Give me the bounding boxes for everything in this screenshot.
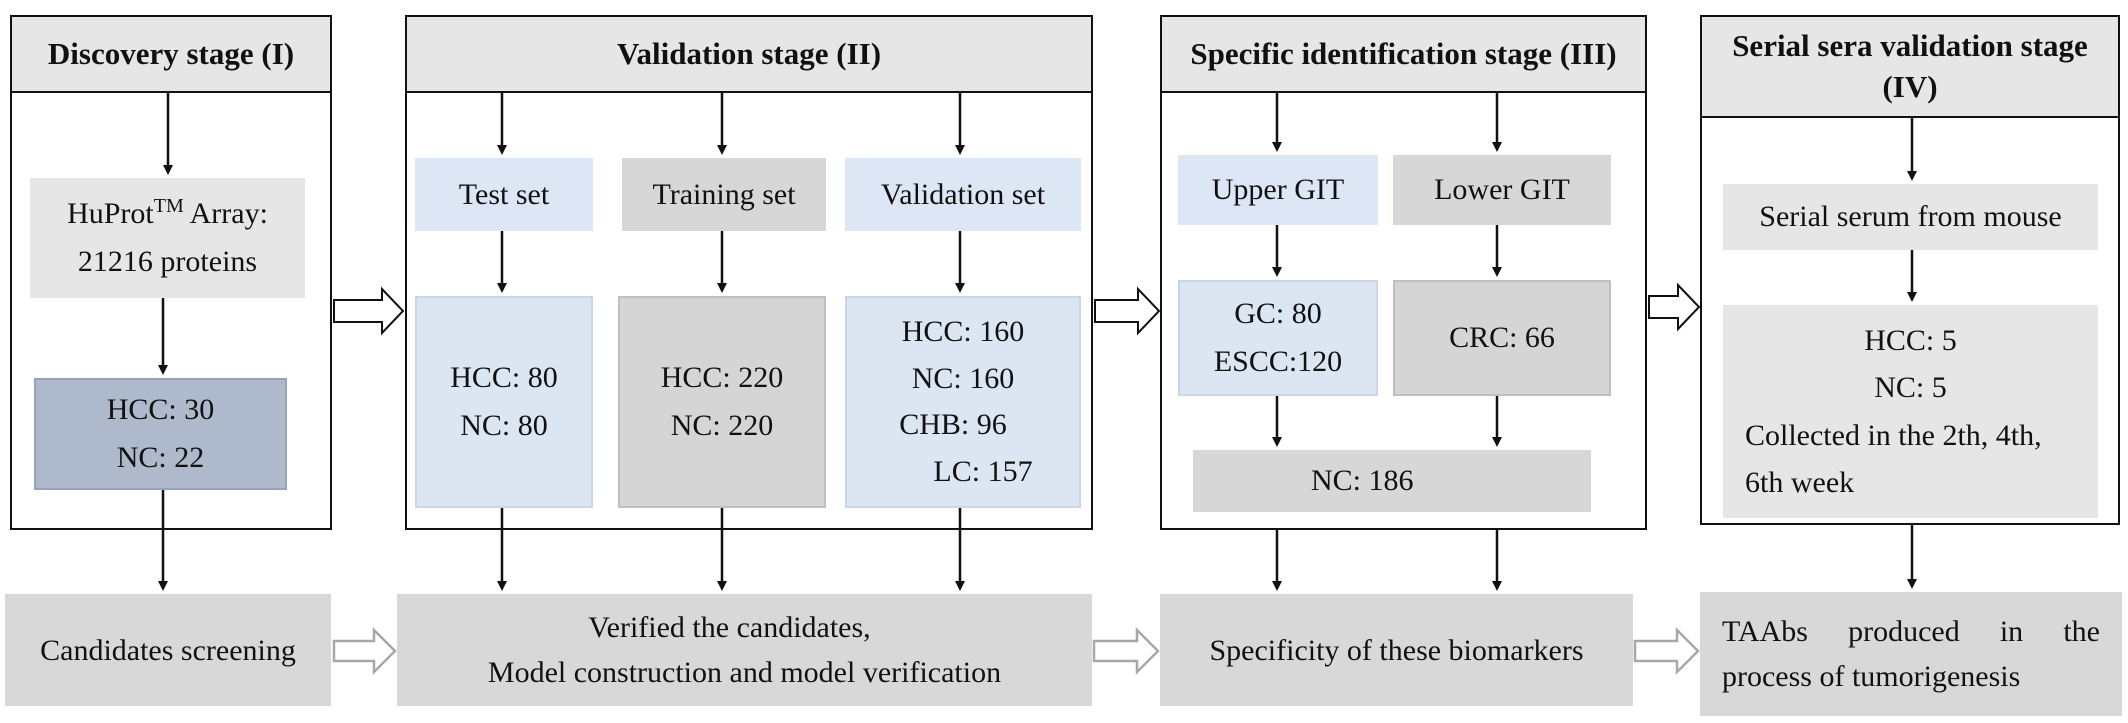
- upper-git-box: Upper GIT: [1178, 155, 1378, 225]
- hollow-arrow-s2-s3: [1094, 286, 1161, 336]
- outcome-candidates-screening: Candidates screening: [5, 594, 331, 706]
- outcome-specificity: Specificity of these biomarkers: [1160, 594, 1633, 706]
- lower-git-cohort-box: CRC: 66: [1393, 280, 1611, 396]
- test-nc: NC: 80: [460, 409, 548, 442]
- stage-1-title: Discovery stage (I): [10, 15, 332, 93]
- validation-set-box: Validation set: [845, 158, 1081, 231]
- outcome-taabs-line2: process of tumorigenesis: [1722, 660, 2021, 693]
- huprot-array-line1: HuProtTM Array:: [67, 195, 268, 230]
- outcome-verified-line2: Model construction and model verificatio…: [487, 656, 1002, 689]
- stage-3-frame: [1160, 15, 1647, 530]
- crc-count: CRC: 66: [1449, 321, 1555, 354]
- gray-arrow-o3-o4: [1633, 626, 1700, 676]
- val-nc: NC: 160: [911, 361, 1015, 395]
- discovery-nc: NC: 22: [116, 441, 205, 474]
- huprot-array-line2: 21216 proteins: [77, 245, 258, 278]
- collected-weeks-line2: 6th week: [1745, 466, 1855, 500]
- gc-count: GC: 80: [1234, 297, 1322, 330]
- test-hcc: HCC: 80: [450, 361, 558, 394]
- escc-count: ESCC:120: [1213, 345, 1343, 378]
- discovery-cohort-box: HCC: 30 NC: 22: [34, 378, 287, 490]
- validation-cohort-box: HCC: 160 NC: 160 CHB: 96 LC: 157: [845, 296, 1081, 508]
- hollow-arrow-s1-s2: [333, 286, 405, 336]
- training-cohort-box: HCC: 220 NC: 220: [618, 296, 826, 508]
- mouse-hcc: HCC: 5: [1864, 324, 1957, 357]
- outcome-verified-candidates: Verified the candidates, Model construct…: [397, 594, 1092, 706]
- stage-3-nc-box: NC: 186: [1193, 450, 1591, 512]
- outcome-taabs-line1: TAAbs produced in the: [1722, 615, 2100, 648]
- discovery-hcc: HCC: 30: [106, 393, 215, 426]
- val-lc: LC: 157: [933, 454, 1033, 488]
- collected-weeks-line1: Collected in the 2th, 4th,: [1745, 418, 2042, 452]
- mouse-cohort-box: HCC: 5 NC: 5 Collected in the 2th, 4th, …: [1723, 305, 2098, 518]
- train-nc: NC: 220: [670, 409, 774, 442]
- hollow-arrow-s3-s4: [1648, 282, 1701, 332]
- upper-git-cohort-box: GC: 80 ESCC:120: [1178, 280, 1378, 396]
- val-chb: CHB: 96: [899, 408, 1007, 441]
- gray-arrow-o2-o3: [1092, 626, 1160, 676]
- stage-3-title: Specific identification stage (III): [1160, 15, 1647, 93]
- stage-2-title: Validation stage (II): [405, 15, 1093, 93]
- stage-4-title: Serial sera validation stage (IV): [1700, 15, 2120, 118]
- serial-serum-box: Serial serum from mouse: [1723, 184, 2098, 250]
- outcome-verified-line1: Verified the candidates,: [588, 611, 871, 644]
- test-set-box: Test set: [415, 158, 593, 231]
- lower-git-box: Lower GIT: [1393, 155, 1611, 225]
- mouse-nc: NC: 5: [1874, 371, 1947, 405]
- gray-arrow-o1-o2: [332, 626, 397, 676]
- huprot-array-box: HuProtTM Array: 21216 proteins: [30, 178, 305, 298]
- train-hcc: HCC: 220: [660, 361, 784, 394]
- outcome-taabs: TAAbs produced in the process of tumorig…: [1700, 592, 2122, 716]
- val-hcc: HCC: 160: [901, 315, 1025, 348]
- training-set-box: Training set: [622, 158, 826, 231]
- test-cohort-box: HCC: 80 NC: 80: [415, 296, 593, 508]
- stage-3-nc: NC: 186: [1311, 464, 1414, 497]
